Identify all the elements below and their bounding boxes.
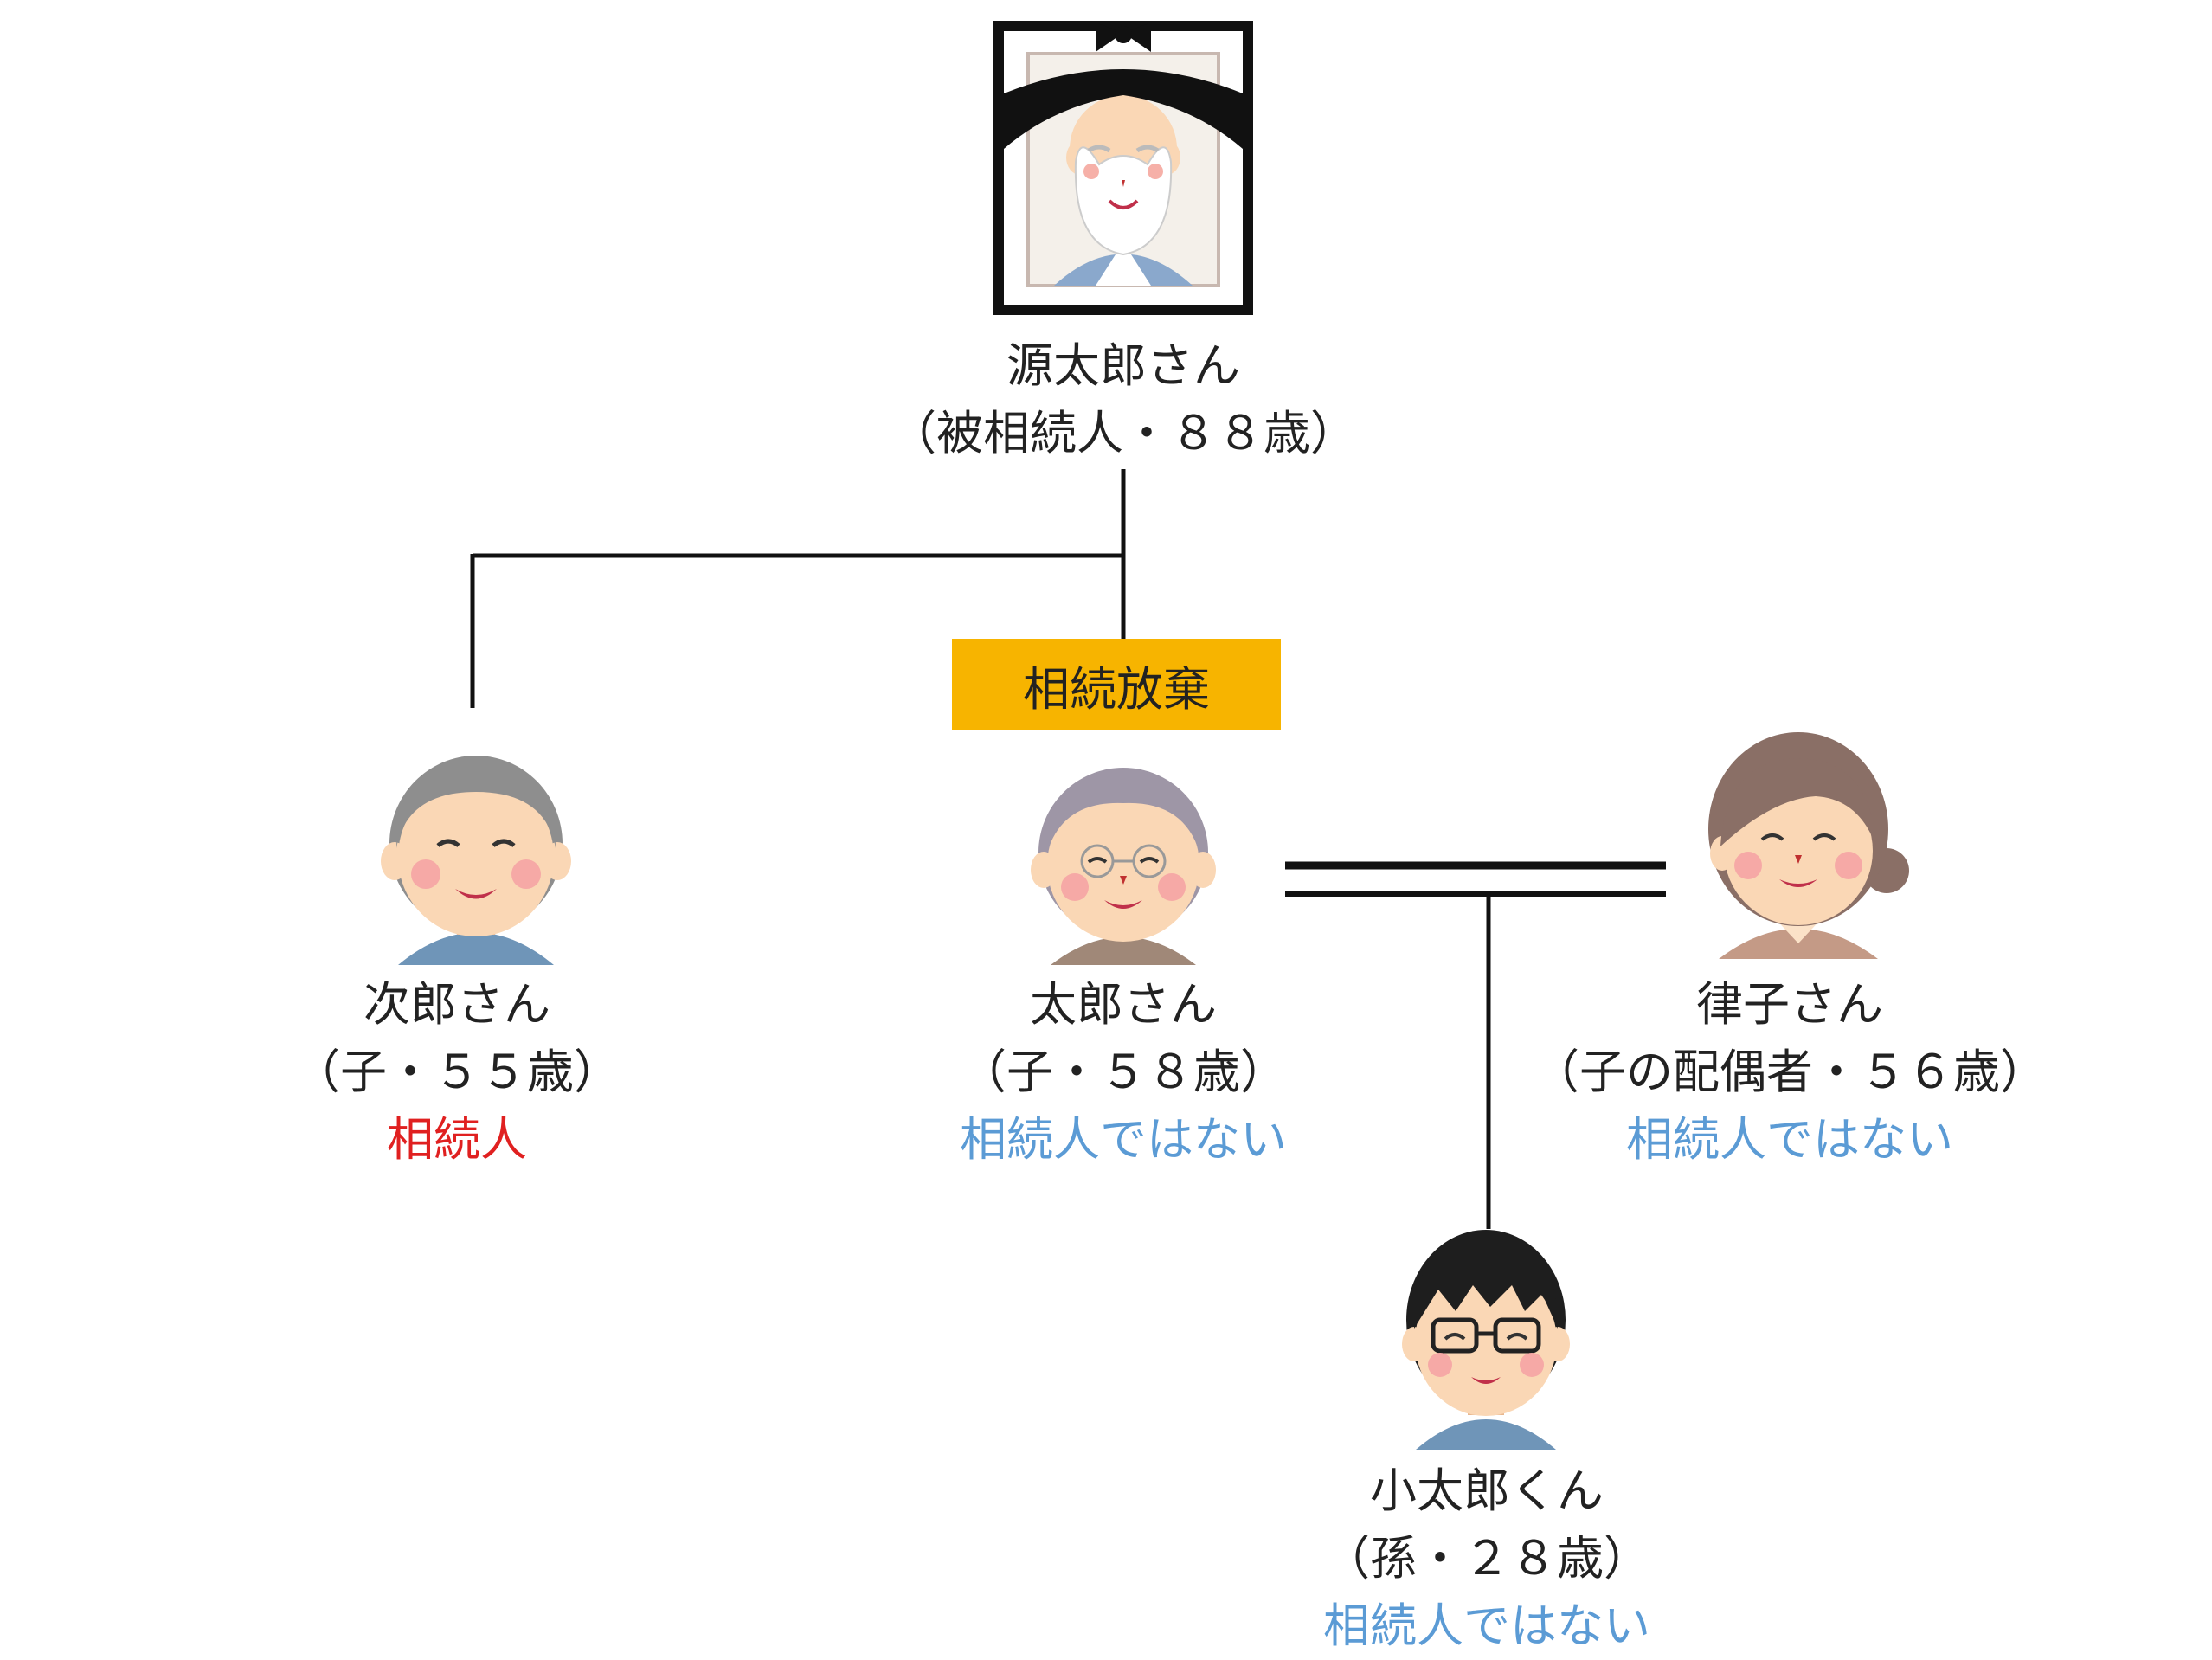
ritsuko-label: 律子さん （子の配偶者・５６歳） 相続人ではない bbox=[1533, 971, 2047, 1174]
jiro-name: 次郎さん bbox=[363, 977, 550, 1032]
young-man-glasses-icon bbox=[1402, 1230, 1570, 1450]
renunciation-badge: 相続放棄 bbox=[952, 639, 1281, 730]
jiro-detail: （子・５５歳） bbox=[293, 1045, 621, 1099]
ritsuko-detail: （子の配偶者・５６歳） bbox=[1533, 1045, 2047, 1099]
ritsuko-status: 相続人ではない bbox=[1626, 1112, 1953, 1167]
ritsuko-name: 律子さん bbox=[1696, 977, 1883, 1032]
taro-name: 太郎さん bbox=[1030, 977, 1217, 1032]
elderly-man-smiling-icon bbox=[381, 756, 571, 965]
kotaro-label: 小太郎くん （孫・２８歳） 相続人ではない bbox=[1323, 1457, 1650, 1660]
kotaro-name: 小太郎くん bbox=[1370, 1464, 1604, 1518]
taro-status: 相続人ではない bbox=[960, 1112, 1287, 1167]
deceased-name: 源太郎さん bbox=[1006, 338, 1240, 393]
taro-label: 太郎さん （子・５８歳） 相続人ではない bbox=[960, 971, 1287, 1174]
jiro-status: 相続人 bbox=[387, 1112, 527, 1167]
elderly-man-glasses-icon bbox=[1031, 768, 1216, 965]
jiro-label: 次郎さん （子・５５歳） 相続人 bbox=[293, 971, 621, 1174]
elderly-woman-smiling-icon bbox=[1708, 732, 1909, 959]
deceased-detail: （被相続人・８８歳） bbox=[890, 406, 1357, 460]
renunciation-badge-label: 相続放棄 bbox=[1023, 661, 1210, 717]
memorial-portrait-icon bbox=[993, 21, 1253, 315]
taro-detail: （子・５８歳） bbox=[960, 1045, 1287, 1099]
kotaro-detail: （孫・２８歳） bbox=[1323, 1531, 1650, 1586]
deceased-label: 源太郎さん （被相続人・８８歳） bbox=[890, 332, 1357, 467]
kotaro-status: 相続人ではない bbox=[1323, 1599, 1650, 1653]
